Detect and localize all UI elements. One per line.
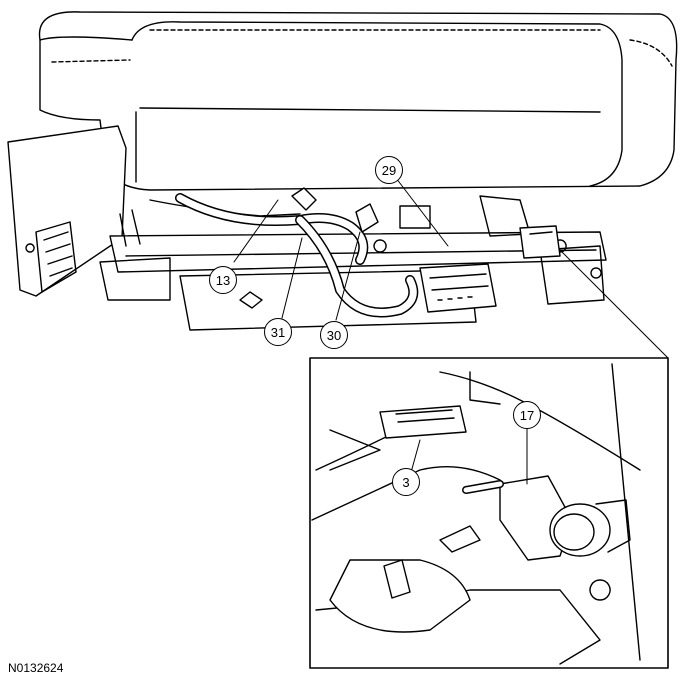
callout-31: 31 xyxy=(264,318,292,346)
side-shield xyxy=(7,125,127,297)
callout-29: 29 xyxy=(375,156,403,184)
detail-inset xyxy=(309,357,669,669)
center-connector xyxy=(419,263,497,313)
wire-harness xyxy=(175,187,561,318)
callout-30: 30 xyxy=(320,321,348,349)
leader-lines xyxy=(233,177,669,359)
callout-17: 17 xyxy=(513,401,541,429)
callout-13: 13 xyxy=(209,266,237,294)
callout-3: 3 xyxy=(392,468,420,496)
figure-id-label: N0132624 xyxy=(8,661,64,675)
seat-cushion xyxy=(38,11,678,191)
